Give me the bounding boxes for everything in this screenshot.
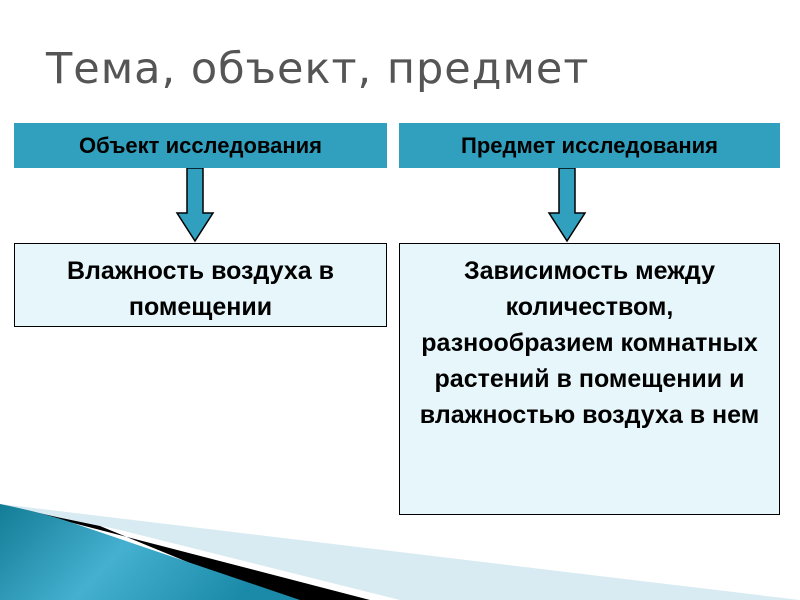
object-header: Объект исследования: [14, 123, 387, 168]
subject-header: Предмет исследования: [399, 123, 780, 168]
subject-box: Зависимость между количеством, разнообра…: [399, 243, 780, 515]
decorative-wave: [0, 504, 800, 600]
slide-title: Тема, объект, предмет: [46, 44, 590, 94]
down-arrow-icon: [175, 168, 215, 243]
down-arrow-icon: [547, 168, 587, 243]
object-box: Влажность воздуха в помещении: [14, 243, 387, 327]
